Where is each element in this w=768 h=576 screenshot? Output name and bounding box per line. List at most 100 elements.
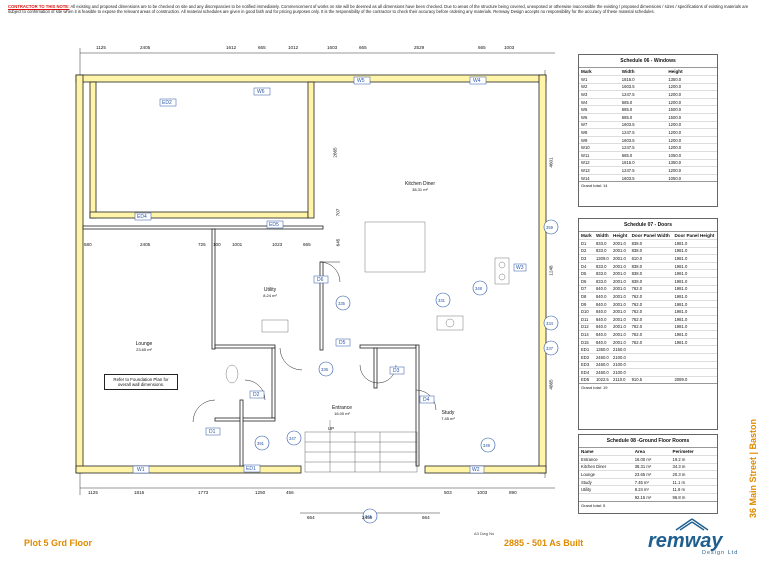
table-cell: 1200.0 [666, 82, 717, 91]
table-cell [629, 345, 673, 354]
door-tag[interactable]: D5 [339, 340, 346, 346]
ext-door-tag[interactable]: ED2 [162, 100, 172, 106]
section-marker[interactable]: 331 [438, 298, 445, 303]
window-tag[interactable]: W5 [357, 78, 365, 84]
table-cell: 762.0 [629, 322, 673, 331]
windows-total: Grand total: 14 [579, 181, 717, 189]
ext-door-tag[interactable]: ED1 [246, 466, 256, 472]
table-cell: 1981.0 [672, 254, 717, 263]
table-cell: 838.0 [629, 239, 673, 248]
dim-right: 4601 [548, 157, 554, 168]
table-cell: 1500.0 [666, 105, 717, 114]
table-cell: 838.0 [629, 276, 673, 286]
section-marker[interactable]: 337 [546, 346, 553, 351]
room-study: Study 7.45 m² [428, 410, 468, 421]
room-name: Utility [263, 287, 277, 293]
table-cell: 2001.0 [611, 246, 630, 255]
house-roof-icon [675, 518, 709, 531]
table-cell: D15 [579, 337, 594, 346]
table-cell [579, 492, 633, 501]
table-cell: 2110.0 [611, 375, 630, 384]
foundation-note-line: Refer to Foundation Plan for [113, 377, 169, 382]
doors-table: Mark Width Height Door Panel Width Door … [579, 232, 717, 384]
col-height: Height [613, 233, 628, 238]
room-entrance: Entrance 16.00 m² [322, 405, 362, 416]
section-marker[interactable]: 348 [475, 286, 482, 291]
table-cell: 2001.0 [611, 337, 630, 346]
dim-vert: 707 [335, 208, 341, 217]
door-tag[interactable]: D3 [393, 368, 400, 374]
table-cell: D10 [579, 307, 594, 316]
table-cell: 1981.0 [672, 269, 717, 278]
window-tag[interactable]: W6 [257, 89, 265, 95]
room-area: 8.24 m² [263, 293, 277, 298]
col-area: Area [634, 449, 645, 454]
table-cell: ED5 [579, 375, 594, 384]
table-cell: D12 [579, 322, 594, 331]
table-cell: Utility [579, 485, 633, 494]
table-cell: 1200.0 [666, 166, 717, 175]
table-cell [672, 345, 717, 354]
dim-bottom2: 664 [422, 515, 430, 520]
section-marker[interactable]: 347 [289, 436, 296, 441]
table-header-row: Mark Width Height [579, 68, 717, 76]
room-area: 7.45 m² [441, 416, 455, 421]
table-cell: D6 [579, 276, 594, 286]
table-cell: D14 [579, 330, 594, 339]
door-tag[interactable]: D4 [423, 397, 430, 403]
table-cell: D2 [579, 246, 594, 255]
table-cell: D8 [579, 292, 594, 301]
table-cell: 685.0 [619, 105, 667, 114]
table-cell: 2089.0 [672, 375, 717, 384]
dim-vert: 645 [335, 238, 341, 247]
table-cell: W6 [579, 112, 620, 122]
room-lounge: Lounge 23.65 m² [122, 341, 166, 352]
table-cell: 2001.0 [611, 254, 630, 263]
table-cell: ED3 [579, 360, 594, 369]
window-tag[interactable]: W1 [137, 467, 145, 473]
door-tag[interactable]: D2 [253, 392, 260, 398]
section-marker[interactable]: 359 [546, 225, 553, 230]
section-marker[interactable]: 349 [483, 443, 490, 448]
section-marker[interactable]: 391 [257, 441, 264, 446]
section-marker[interactable]: 334 [546, 321, 553, 326]
table-cell: 685.0 [619, 97, 667, 106]
section-marker[interactable]: 341 [365, 514, 372, 519]
dim-bottom: 1003 [477, 490, 488, 495]
table-cell: 38.31 m² [632, 462, 671, 471]
door-tag[interactable]: D6 [317, 277, 324, 283]
table-cell: 762.0 [629, 292, 673, 301]
window-tag[interactable]: W4 [473, 78, 481, 84]
windows-schedule-title: Schedule 06 - Windows [579, 55, 717, 68]
door-tag[interactable]: D1 [209, 429, 216, 435]
room-name: Lounge [135, 341, 153, 347]
table-cell: 1200.0 [666, 90, 717, 99]
section-marker[interactable]: 335 [338, 301, 345, 306]
table-cell: 1981.0 [672, 307, 717, 316]
window-tag[interactable]: W2 [472, 467, 480, 473]
dim-top: 1125 [96, 45, 106, 50]
table-cell: W4 [579, 97, 620, 106]
table-cell: 11.9 m [670, 485, 717, 494]
ext-door-tag[interactable]: ED5 [269, 222, 279, 228]
section-marker[interactable]: 336 [321, 367, 328, 372]
table-cell: ED1 [579, 345, 594, 354]
ext-door-tag[interactable]: ED4 [137, 214, 147, 220]
dim-bottom: 1816 [134, 490, 145, 495]
window-tag[interactable]: W3 [516, 265, 524, 271]
dim-bottom2: 664 [307, 515, 315, 520]
table-cell: D7 [579, 284, 594, 293]
table-cell: 1981.0 [672, 330, 717, 339]
